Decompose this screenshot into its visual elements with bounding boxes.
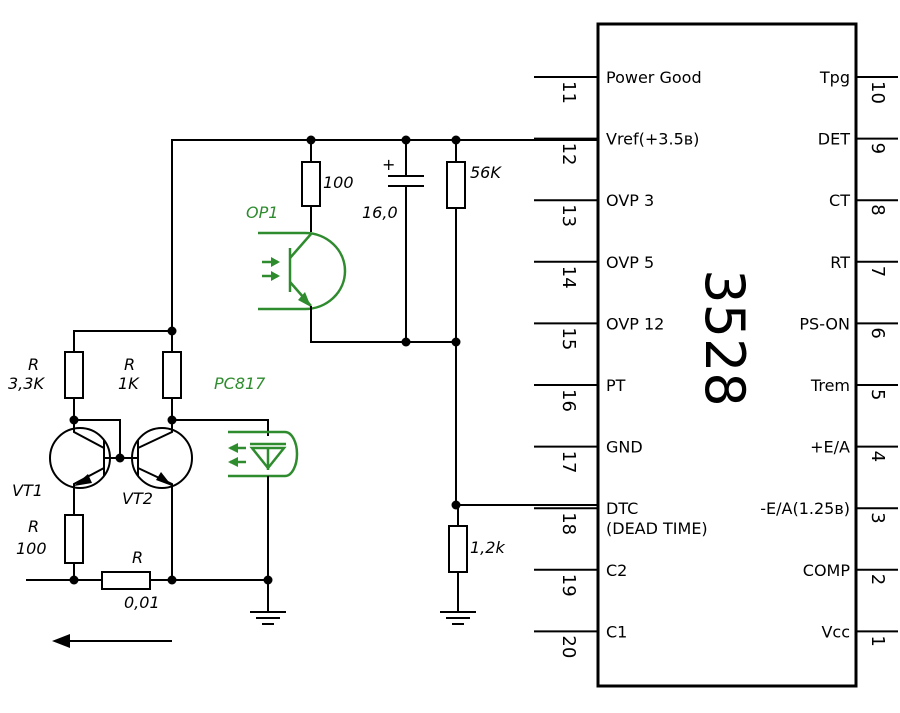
resistor-shunt-value: 0,01	[124, 593, 160, 612]
resistor-1k-letter: R	[124, 355, 135, 374]
pin-label: C2	[606, 561, 627, 580]
pin-label: CT	[829, 191, 850, 210]
pin-label: OVP 3	[606, 191, 654, 210]
pin-number: 20	[558, 635, 579, 658]
resistor-100-top-label: 100	[323, 173, 354, 192]
vt2-label: VT2	[122, 489, 153, 508]
pin-number: 3	[867, 512, 888, 523]
capacitor-16	[388, 140, 424, 342]
capacitor-plus: +	[382, 155, 395, 174]
vt1-transistor	[49, 420, 111, 515]
op1-label: OP1	[246, 203, 278, 222]
resistor-56k	[446, 140, 466, 342]
pin-label: Vref(+3.5в)	[606, 130, 699, 149]
pin-number: 4	[867, 451, 888, 462]
resistor-1-2k	[448, 505, 468, 612]
pin-label: +E/A	[810, 438, 850, 457]
resistor-1k	[162, 351, 182, 420]
pc817-label: PC817	[214, 374, 266, 393]
pin-number: 17	[558, 451, 579, 474]
pin-label: PS-ON	[799, 314, 850, 333]
pin-number: 8	[867, 204, 888, 215]
current-arrow	[52, 634, 172, 648]
pin-label: OVP 12	[606, 314, 664, 333]
vt1-label: VT1	[12, 481, 43, 500]
pin-label: Tpg	[819, 68, 850, 87]
pin-label: RT	[830, 253, 850, 272]
pin-label: DTC	[606, 499, 638, 518]
pin-number: 14	[558, 266, 579, 289]
pin-number: 15	[558, 327, 579, 350]
resistor-1-2k-label: 1,2k	[470, 538, 505, 557]
cross-wire-1	[74, 419, 121, 458]
pin-label: PT	[606, 376, 626, 395]
pin-label-line2: (DEAD TIME)	[606, 519, 708, 538]
ground-left	[250, 611, 286, 625]
pin-number: 2	[867, 574, 888, 585]
ic-left-pins: 11 Power Good 12 Vref(+3.5в) 13 OVP 3 14 OVP 5 1…	[534, 68, 708, 658]
resistor-56k-label: 56K	[470, 163, 502, 182]
bottom-rail	[26, 571, 273, 612]
pin-number: 13	[558, 204, 579, 227]
pin-number: 1	[867, 635, 888, 646]
ground-right	[440, 611, 476, 625]
pin-label: DET	[818, 130, 850, 149]
ic-right-pins: 10 Tpg 9 DET 8 CT 7 RT 6 PS-ON 5 Trem 4 +E/A 3 -E/A(1.2…	[760, 68, 898, 647]
resistor-3-3k-letter: R	[28, 355, 39, 374]
resistor-100-bottom-letter: R	[28, 517, 39, 536]
resistor-shunt-letter: R	[132, 548, 143, 567]
pin-label: Trem	[810, 376, 850, 395]
pin-label: OVP 5	[606, 253, 654, 272]
pin-number: 5	[867, 389, 888, 400]
pin-number: 18	[558, 512, 579, 535]
vt2-transistor	[131, 420, 193, 580]
pin-label: -E/A(1.25в)	[760, 499, 850, 518]
op1-phototransistor	[258, 231, 347, 311]
op1-emitter-wire	[310, 306, 456, 343]
pin-number: 6	[867, 327, 888, 338]
ic-name: 3528	[693, 269, 756, 406]
resistor-100-bottom-value: 100	[16, 539, 47, 558]
pin-number: 16	[558, 389, 579, 412]
pin-number: 11	[558, 81, 579, 104]
capacitor-label: 16,0	[362, 203, 398, 222]
resistor-3-3k	[64, 351, 84, 420]
pin-label: COMP	[803, 561, 851, 580]
resistor-100-bottom	[64, 514, 84, 580]
resistor-3-3k-value: 3,3K	[8, 374, 45, 393]
pin-number: 12	[558, 143, 579, 166]
pin-label: Power Good	[606, 68, 702, 87]
ic-body	[596, 22, 858, 688]
transistor-top-rail	[73, 326, 177, 352]
pin-label: C1	[606, 622, 627, 641]
pc817-led	[172, 419, 299, 580]
pin-number: 10	[867, 81, 888, 104]
pin-label: Vcc	[821, 622, 850, 641]
resistor-100-top	[301, 140, 321, 232]
pin-number: 9	[867, 143, 888, 154]
pin-number: 19	[558, 574, 579, 597]
resistor-1k-value: 1K	[118, 374, 140, 393]
pin-number: 7	[867, 266, 888, 277]
pin-label: GND	[606, 438, 643, 457]
dtc-wire	[455, 342, 598, 506]
